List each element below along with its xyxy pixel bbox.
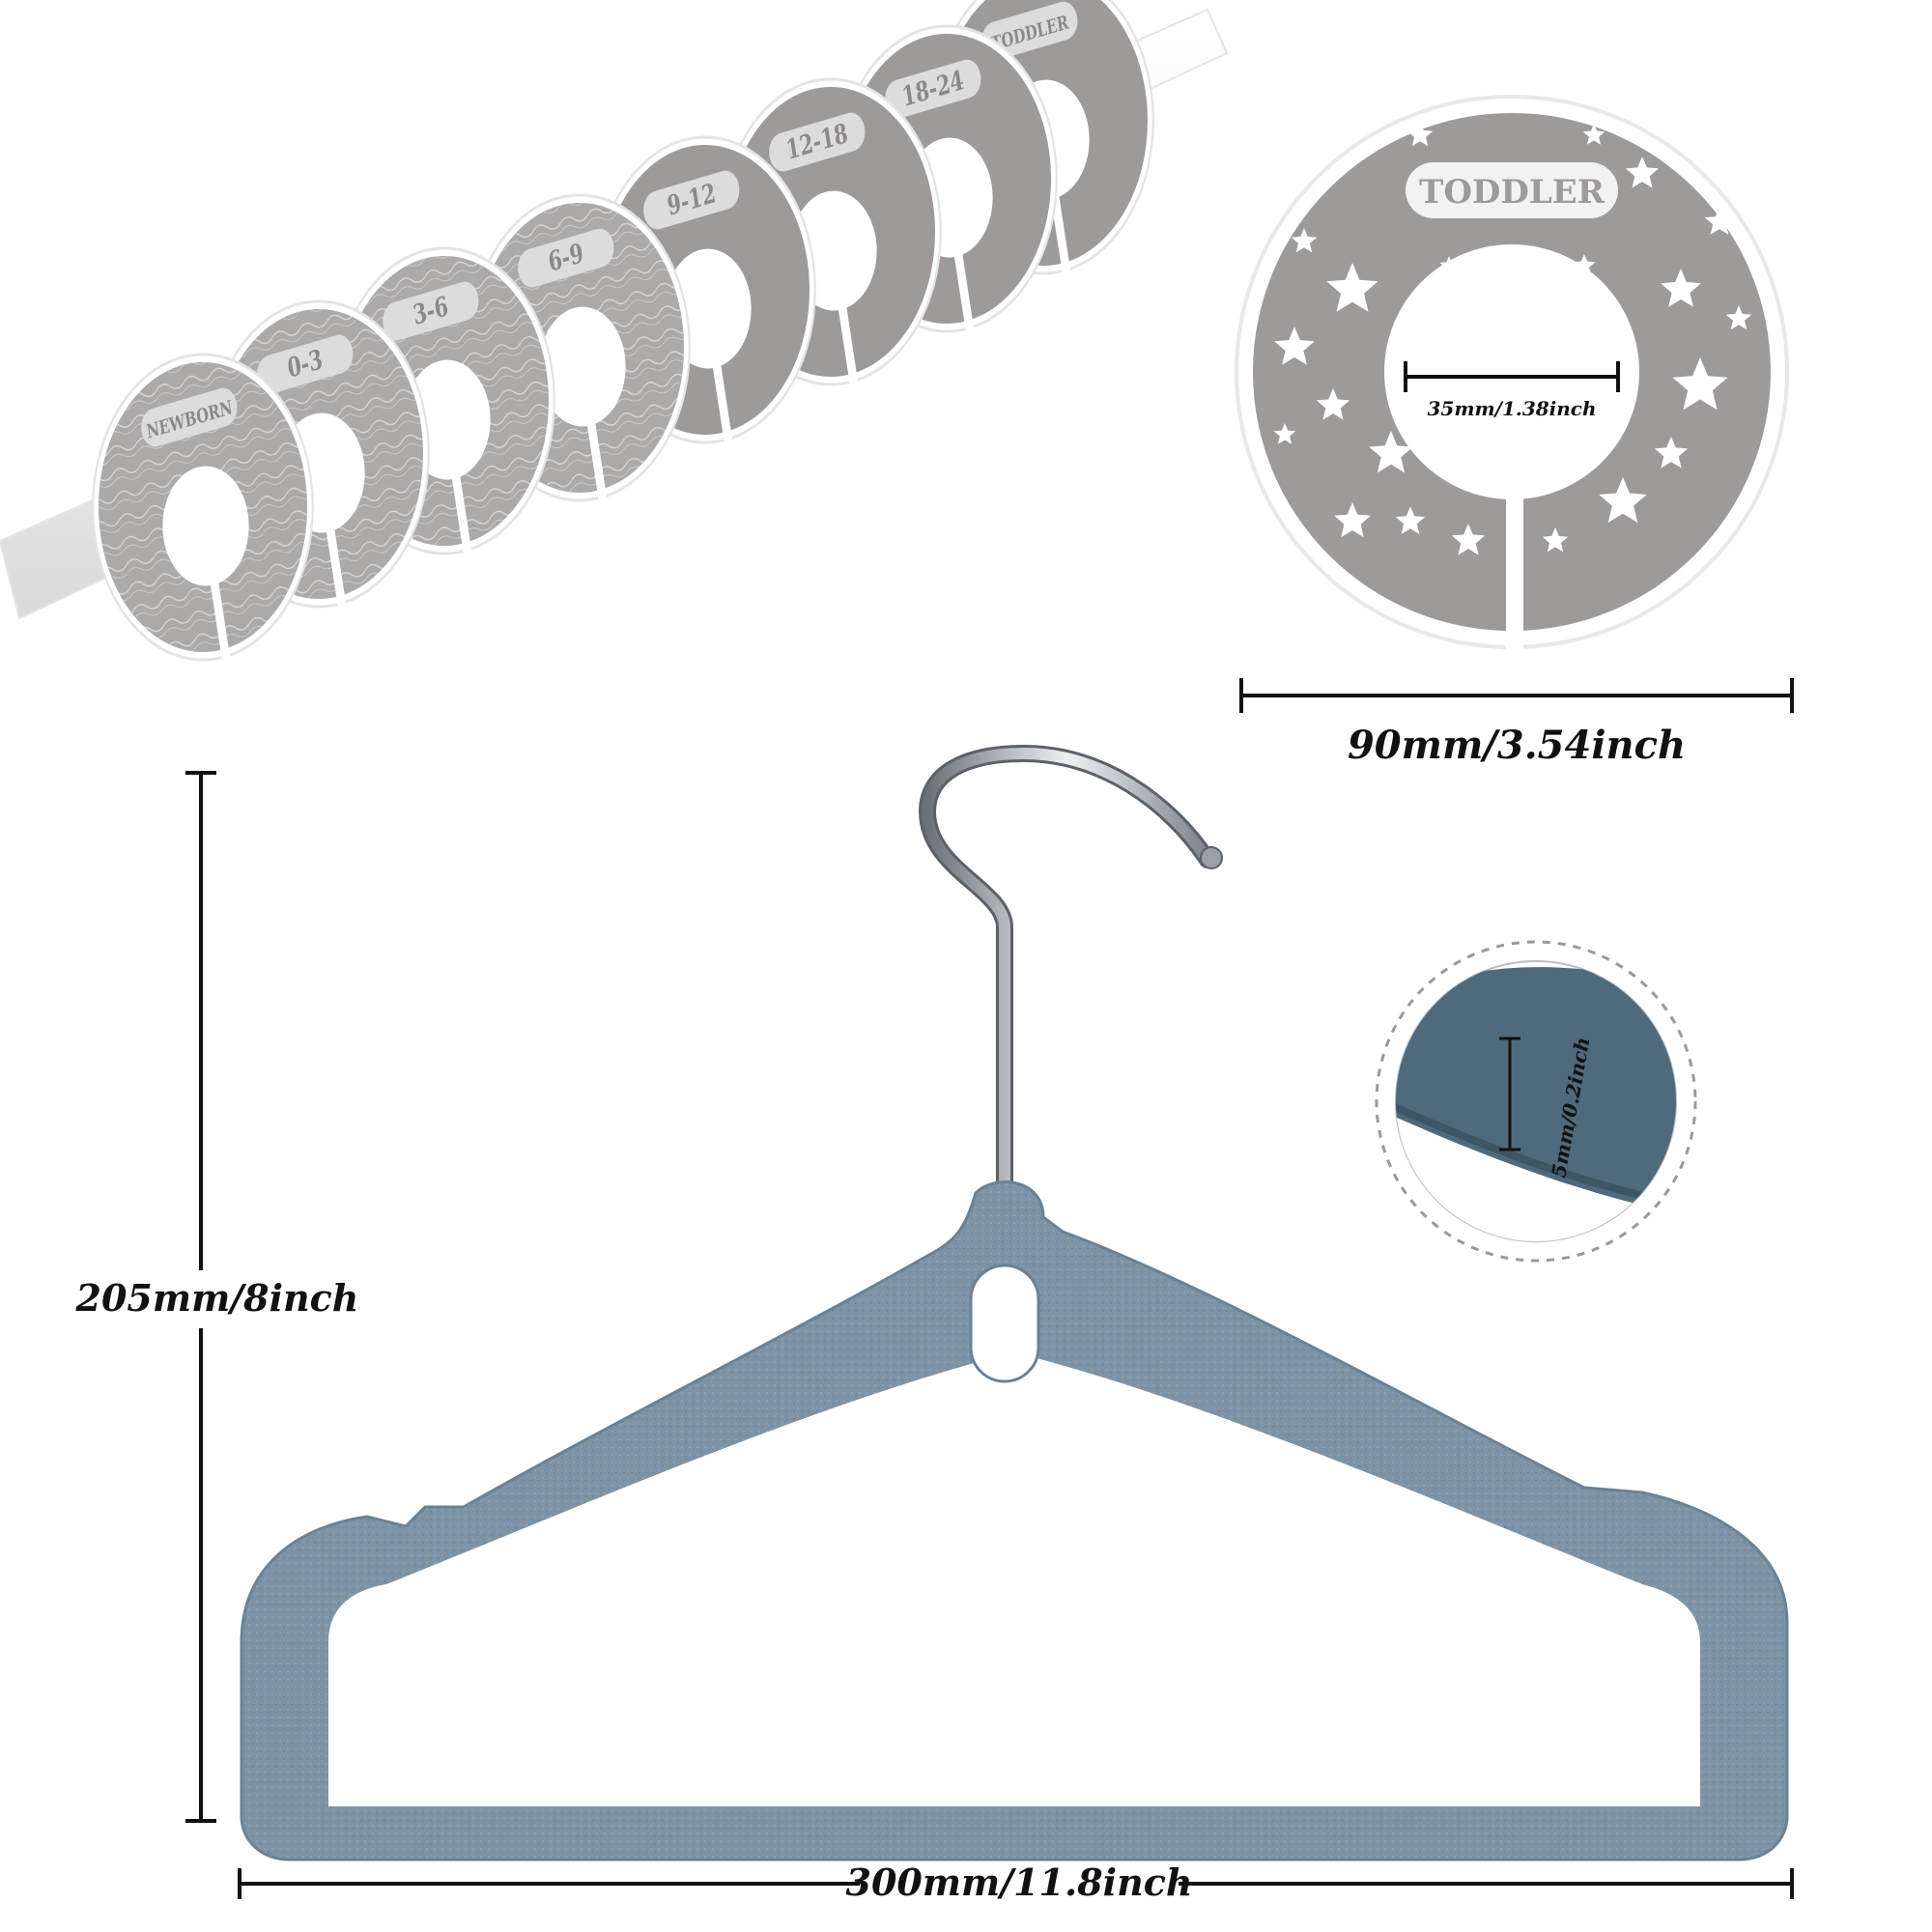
ring-hole (1384, 244, 1639, 499)
star-icon (1316, 388, 1350, 420)
ring-width-label: 90mm/3.54inch (1348, 723, 1686, 768)
star-icon (1704, 207, 1735, 235)
star-icon (1661, 269, 1701, 307)
star-icon (1542, 527, 1569, 553)
large-ring-label: TODDLER (1419, 173, 1605, 212)
ring-slot (1506, 483, 1523, 652)
star-pattern (1273, 122, 1752, 555)
velvet-hanger (240, 1180, 1789, 1861)
ring-label-plate (1406, 162, 1618, 218)
hanger-width-dimension: 300mm/11.8inch (238, 1855, 1794, 1913)
hanger-height-label: 205mm/8inch (75, 1276, 359, 1320)
star-icon (1582, 124, 1605, 145)
star-icon (1672, 357, 1728, 411)
hanger-height-dimension: 205mm/8inch (75, 771, 359, 1823)
toddler-ring-detail: TODDLER 35mm/1.38inch (1235, 95, 1789, 652)
star-icon (1274, 327, 1315, 365)
velvet-thickness-inset: 5mm/0.2inch (1375, 940, 1697, 1263)
star-icon (1334, 502, 1371, 538)
star-icon (1291, 228, 1318, 253)
star-icon (1725, 305, 1752, 330)
star-icon (1273, 423, 1296, 444)
hanger-notch (969, 1264, 1040, 1383)
star-icon (1654, 437, 1689, 469)
star-icon (1599, 477, 1647, 523)
inner-dimension-marker: 35mm/1.38inch (1404, 361, 1620, 420)
star-icon (1326, 263, 1378, 312)
inner-dimension-label: 35mm/1.38inch (1427, 397, 1596, 420)
size-ring-1: NEWBORN (92, 353, 314, 662)
star-icon (1625, 156, 1660, 188)
star-icon (1369, 431, 1413, 473)
hanger-hook (918, 744, 1223, 1207)
ring-width-dimension: 90mm/3.54inch (1239, 678, 1794, 768)
star-icon (1395, 506, 1426, 534)
hanger-width-label: 300mm/11.8inch (846, 1861, 1193, 1904)
star-icon (1406, 122, 1434, 147)
star-icon (1451, 524, 1486, 555)
